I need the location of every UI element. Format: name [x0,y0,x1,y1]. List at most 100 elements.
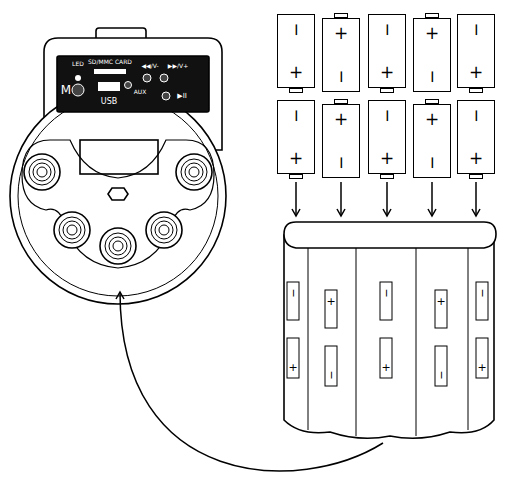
insert-arrow [340,182,342,216]
battery-terminal [380,88,394,93]
polarity-sign: − [424,59,441,95]
panel-label: SD/MMC CARD [88,59,132,65]
mode-button [72,84,84,96]
cell-slot [287,338,299,378]
usb-port [98,82,120,91]
knob-ring [185,163,203,181]
panel-label: ▶▶/V+ [168,63,188,69]
polarity-sign: − [468,98,485,134]
cell-slot [287,282,299,320]
center-screw [108,188,128,200]
cell-slot [435,290,447,328]
cell-slot [325,290,337,328]
battery-terminal [289,88,303,93]
knob-ring [155,221,173,239]
battery-pack [284,235,494,438]
battery-terminal [425,99,439,104]
cell-slot [476,338,488,378]
polarity-sign: − [424,145,441,181]
knob-ring [176,154,212,190]
panel-label: AUX [134,89,147,95]
knob-ring [37,167,47,177]
polarity-sign: + [369,64,405,81]
battery-terminal [380,174,394,179]
polarity-sign: + [458,150,494,167]
battery: −+ [368,14,406,88]
knob-ring [24,154,60,190]
play-button [162,92,170,100]
next-button [160,74,168,82]
knob-ring [105,233,131,259]
polarity-sign: − [288,12,305,48]
polarity-sign: − [436,370,447,379]
polarity-sign: − [326,370,337,379]
insert-arrow [475,182,477,216]
polarity-sign: + [458,64,494,81]
battery-terminal [334,13,348,18]
knob-ring [146,212,182,248]
polarity-sign: + [381,362,390,373]
polarity-sign: + [436,296,445,307]
pack-lid [284,222,496,248]
polarity-sign: − [381,288,392,297]
knob-ring [151,217,177,243]
insert-arrow [386,182,388,216]
insert-arrow [295,182,297,216]
polarity-sign: − [379,98,396,134]
panel-label: LED [72,61,84,67]
polarity-sign: − [333,59,350,95]
knob-ring [100,228,136,264]
knob-ring [113,241,123,251]
battery-terminal [469,88,483,93]
sd-slot [94,69,126,74]
speaker-rim [18,96,218,296]
battery: −+ [457,100,495,174]
battery: +− [413,18,451,92]
polarity-sign: − [468,12,485,48]
prev-button [143,74,151,82]
polarity-sign: + [278,64,314,81]
polarity-sign: + [278,150,314,167]
polarity-sign: − [288,288,299,297]
panel-label: ▶II [177,93,187,100]
knob-ring [181,159,207,185]
connect-arrow [120,292,383,471]
panel-label: M [61,84,71,96]
knob-ring [159,225,169,235]
cell-slot [325,346,337,386]
battery-terminal [289,174,303,179]
battery: −+ [277,100,315,174]
battery: −+ [457,14,495,88]
battery-terminal [334,99,348,104]
battery: −+ [368,100,406,174]
battery-terminal [425,13,439,18]
polarity-sign: − [477,288,488,297]
polarity-sign: + [414,111,450,128]
knob-ring [109,237,127,255]
polarity-sign: + [414,25,450,42]
polarity-sign: + [477,362,486,373]
battery: +− [322,18,360,92]
control-panel [57,56,209,112]
knob-ring [29,159,55,185]
led-dot [75,75,81,81]
cell-slot [435,346,447,386]
polarity-sign: − [288,98,305,134]
battery: +− [413,104,451,178]
polarity-sign: + [323,111,359,128]
aux-jack [125,82,132,89]
polarity-sign: + [323,25,359,42]
knob-ring [67,225,77,235]
polarity-sign: + [369,150,405,167]
pack-cells [308,248,468,436]
knob-panel-outline [22,140,214,268]
knob-ring [54,212,90,248]
knob-ring [63,221,81,239]
cell-slot [476,282,488,320]
speaker-body [10,88,226,304]
cell-slot [380,282,392,320]
battery-terminal [469,174,483,179]
knob-ring [189,167,199,177]
polarity-sign: − [379,12,396,48]
